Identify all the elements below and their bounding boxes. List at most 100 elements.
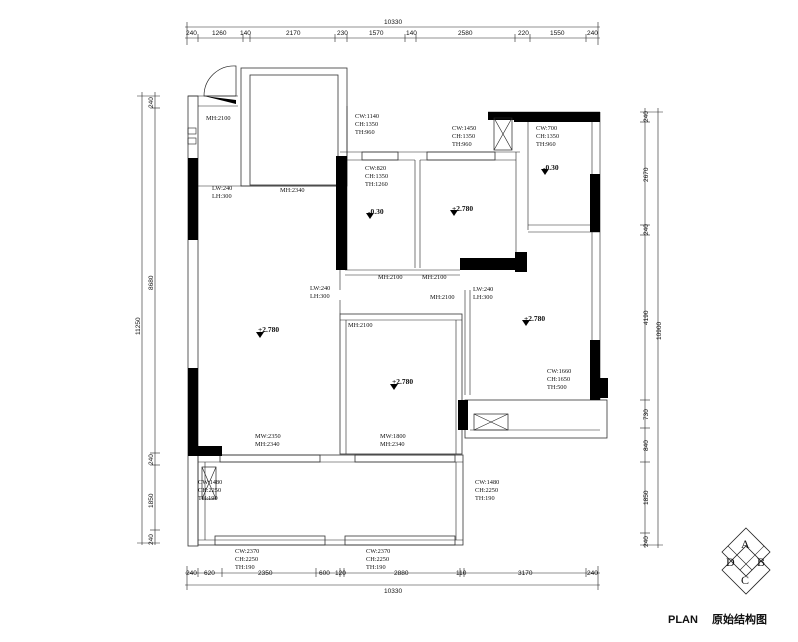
top-seg-0: 240	[186, 30, 197, 37]
top-seg-3: 2170	[286, 30, 301, 37]
ann-th-1260: TH:1260	[365, 181, 388, 188]
ann-ch-2250-a: CH:2250	[198, 487, 221, 494]
right-seg-3: 4190	[643, 310, 650, 325]
ann-mh-2340-b: MH:2340	[380, 441, 405, 448]
level-room-center: +2.780	[392, 377, 413, 386]
logo-letter-c: C	[741, 573, 749, 587]
right-seg-1: 2670	[643, 167, 650, 182]
ann-cw-1450: CW:1450	[452, 125, 476, 132]
bottom-seg-6: 110	[456, 570, 467, 577]
ann-cw-700: CW:700	[536, 125, 557, 132]
top-seg-8: 220	[518, 30, 529, 37]
top-seg-6: 140	[406, 30, 417, 37]
right-seg-7: 240	[643, 536, 650, 547]
ann-mw-1800: MW:1800	[380, 433, 406, 440]
ac-unit-box-left-icon	[201, 466, 217, 500]
structural-walls	[188, 112, 608, 456]
bottom-total-dimension: 10330	[384, 588, 402, 595]
ann-cw-1140: CW:1140	[355, 113, 379, 120]
plan-label: PLAN	[668, 614, 698, 626]
level-living: +2.780	[258, 325, 279, 334]
level-small-left: -0.30	[368, 207, 384, 216]
logo-letter-a: A	[741, 537, 750, 551]
level-marker-small-right: -0.30	[541, 163, 559, 175]
left-seg-2: 240	[148, 454, 155, 465]
left-seg-1: 8680	[148, 275, 155, 290]
ann-mh-2100-d: MH:2100	[348, 322, 373, 329]
level-markers: +2.780 +2.780 +2.780 +2.780 -0.30 -0.30	[256, 163, 559, 390]
level-room-right: +2.780	[524, 314, 545, 323]
ann-th-960-c: TH:960	[536, 141, 556, 148]
ann-ch-1350-a: CH:1350	[355, 121, 378, 128]
logo-letter-b: B	[757, 555, 765, 569]
top-total-dimension: 10330	[384, 19, 402, 26]
level-marker-room-center: +2.780	[390, 377, 413, 390]
ann-ch-1650: CH:1650	[547, 376, 570, 383]
ann-th-190-b: TH:190	[475, 495, 495, 502]
right-seg-4: 730	[643, 409, 650, 420]
ann-mh-2340-a: MH:2340	[255, 441, 280, 448]
ann-cw-1480-b: CW:1480	[475, 479, 499, 486]
top-seg-1: 1260	[212, 30, 227, 37]
ann-mh-2100-c: MH:2100	[430, 294, 455, 301]
door-swing-icon	[203, 65, 237, 104]
right-seg-5: 840	[643, 440, 650, 451]
ann-lw-240-b: LW:240	[310, 285, 330, 292]
ann-mh-2100-a: MH:2100	[378, 274, 403, 281]
ann-ch-2250-d: CH:2250	[366, 556, 389, 563]
top-seg-7: 2580	[458, 30, 473, 37]
ann-th-960-b: TH:960	[452, 141, 472, 148]
top-seg-9: 1550	[550, 30, 565, 37]
ann-th-190-c: TH:190	[235, 564, 255, 571]
bottom-seg-3: 600	[319, 570, 330, 577]
level-marker-small-left: -0.30	[366, 207, 384, 219]
left-seg-0: 240	[148, 97, 155, 108]
top-seg-2: 140	[240, 30, 251, 37]
top-dimension-lines: 10330 240 1260 140 2170 230 1570 140 258…	[185, 19, 600, 45]
annotations: MH:2100 LW:240 LH:300 MH:2340 CW:1140 CH…	[198, 113, 571, 571]
ann-cw-820: CW:820	[365, 165, 386, 172]
bottom-seg-7: 3170	[518, 570, 533, 577]
ann-ch-1350-c: CH:1350	[452, 133, 475, 140]
abcd-diamond-logo: A D B C	[721, 527, 771, 595]
top-seg-5: 1570	[369, 30, 384, 37]
ann-mh-2340-top: MH:2340	[280, 187, 305, 194]
bottom-seg-0: 240	[186, 570, 197, 577]
right-seg-0: 240	[643, 111, 650, 122]
left-dimension-lines: 240 8680 240 1850 240 11250	[135, 92, 160, 545]
logo-letter-d: D	[726, 555, 735, 569]
ann-lh-300-a: LH:300	[212, 193, 232, 200]
plan-title: 原始结构图	[712, 612, 767, 626]
bottom-seg-5: 2880	[394, 570, 409, 577]
ac-unit-box-right-icon	[473, 413, 509, 431]
right-total-dimension: 10900	[656, 322, 663, 340]
bottom-seg-1: 620	[204, 570, 215, 577]
bottom-seg-4: 120	[335, 570, 346, 577]
level-marker-room-right: +2.780	[522, 314, 545, 326]
level-small-right: -0.30	[543, 163, 559, 172]
ann-lw-240-a: LW:240	[212, 185, 232, 192]
ann-cw-1660: CW:1660	[547, 368, 571, 375]
right-dimension-lines: 240 2670 240 4190 730 840 1850 240 10900	[640, 108, 663, 548]
bottom-seg-8: 240	[587, 570, 598, 577]
level-marker-room-mid: +2.780	[450, 204, 473, 216]
ann-lh-300-c: LH:300	[473, 294, 493, 301]
ann-ch-1350-d: CH:1350	[536, 133, 559, 140]
ac-unit-box-top-icon	[493, 117, 513, 151]
level-room-mid: +2.780	[452, 204, 473, 213]
ann-cw-2370-a: CW:2370	[235, 548, 259, 555]
ann-th-960-a: TH:960	[355, 129, 375, 136]
bottom-dimension-lines: 240 620 2350 600 120 2880 110 3170 240 1…	[185, 566, 600, 595]
ann-mw-2350: MW:2350	[255, 433, 281, 440]
ann-lw-240-c: LW:240	[473, 286, 493, 293]
top-seg-10: 240	[587, 30, 598, 37]
level-marker-living: +2.780	[256, 325, 279, 338]
ann-ch-2250-b: CH:2250	[475, 487, 498, 494]
right-seg-2: 240	[643, 224, 650, 235]
left-seg-3: 1850	[148, 493, 155, 508]
ann-ch-1350-b: CH:1350	[365, 173, 388, 180]
ann-mh-2100-b: MH:2100	[422, 274, 447, 281]
left-total-dimension: 11250	[135, 317, 142, 335]
right-seg-6: 1850	[643, 490, 650, 505]
